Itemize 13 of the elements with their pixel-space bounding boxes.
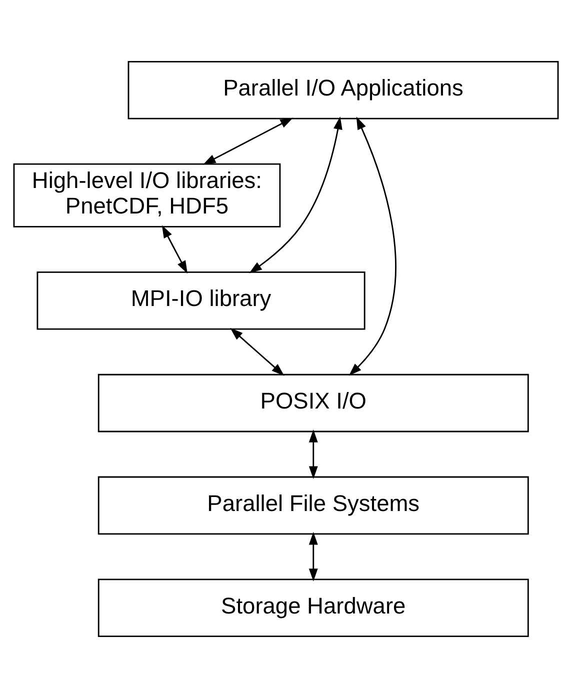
arrow bbox=[348, 116, 396, 376]
arrow bbox=[308, 429, 318, 479]
arrow bbox=[308, 531, 318, 581]
node-box: Storage Hardware bbox=[98, 578, 529, 637]
arrow bbox=[249, 116, 342, 273]
arrow bbox=[202, 117, 294, 164]
node-box: Parallel File Systems bbox=[98, 476, 529, 534]
arrow bbox=[162, 224, 188, 274]
node-box: MPI-IO library bbox=[36, 270, 366, 330]
node-box: POSIX I/O bbox=[98, 373, 529, 432]
node-box: High-level I/O libraries: PnetCDF, HDF5 bbox=[13, 162, 281, 227]
arrow bbox=[230, 327, 284, 376]
node-box: Parallel I/O Applications bbox=[128, 60, 559, 119]
